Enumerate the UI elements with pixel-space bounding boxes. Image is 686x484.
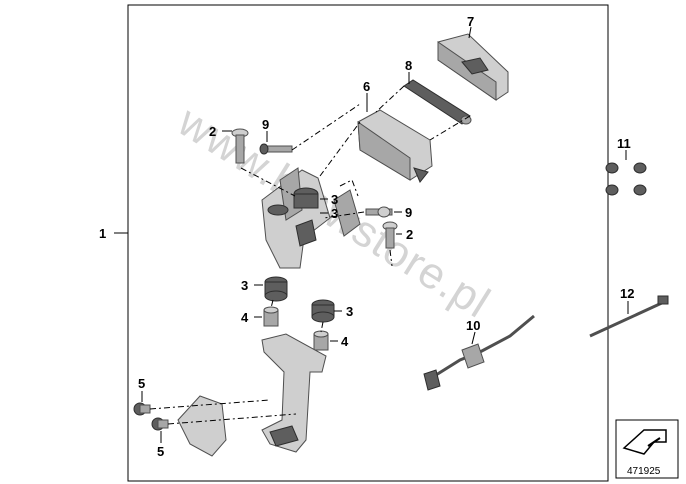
nut-5-top <box>133 402 151 416</box>
callout-4-right: 4 <box>341 334 349 349</box>
arrow-icon <box>622 429 667 455</box>
clips-11 <box>605 162 647 196</box>
grommet-3-d <box>311 299 335 323</box>
callout-1: 1 <box>99 226 106 241</box>
catalog-number: 471925 <box>627 466 661 477</box>
assembly-frame <box>127 4 609 482</box>
grommet-3-c <box>264 276 288 302</box>
grommet-3-b <box>267 204 289 216</box>
callout-8: 8 <box>405 58 412 73</box>
cable-10 <box>423 314 535 391</box>
callout-9-top: 9 <box>262 117 269 132</box>
callout-6: 6 <box>363 79 370 94</box>
callout-3-a: 3 <box>331 192 338 207</box>
lower-bracket <box>261 333 327 453</box>
callout-2-mid: 2 <box>406 227 413 242</box>
callout-7: 7 <box>467 14 474 29</box>
callout-10: 10 <box>466 318 480 333</box>
grommet-3-a <box>293 187 319 209</box>
callout-2-top: 2 <box>209 124 216 139</box>
rod-8 <box>403 79 472 125</box>
holder-plate-7 <box>437 33 509 101</box>
callout-3-b: 3 <box>331 206 338 221</box>
cable-tie-12 <box>589 295 669 338</box>
spacer-4-left <box>263 306 279 327</box>
bolt-2-mid <box>382 221 398 249</box>
callout-5-top: 5 <box>138 376 145 391</box>
spacer-4-right <box>313 330 329 351</box>
nut-5-bottom <box>151 417 169 431</box>
callout-3-c: 3 <box>241 278 248 293</box>
callout-9-mid: 9 <box>405 205 412 220</box>
control-unit-6 <box>357 109 433 183</box>
screw-9-top <box>259 143 293 155</box>
callout-4-left: 4 <box>241 310 249 325</box>
callout-11: 11 <box>617 136 631 151</box>
clamp-plate <box>177 395 227 457</box>
callout-3-d: 3 <box>346 304 353 319</box>
callout-5-bottom: 5 <box>157 444 164 459</box>
screw-9-mid <box>365 206 393 218</box>
bolt-2-top <box>231 128 249 164</box>
callout-12: 12 <box>620 286 634 301</box>
catalog-symbol-box <box>615 419 679 479</box>
